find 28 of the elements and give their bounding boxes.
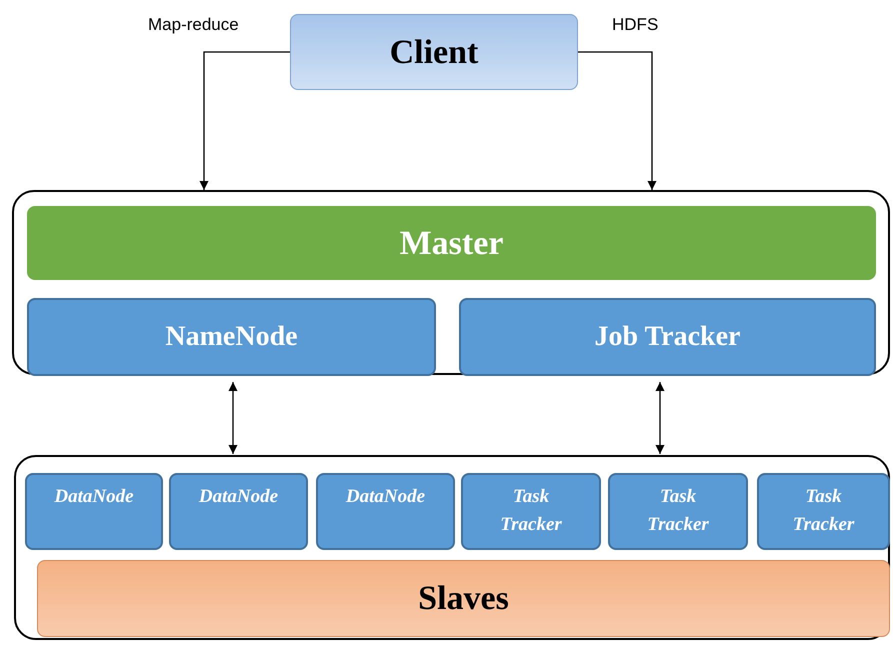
node-box: [608, 473, 748, 550]
node-box: [461, 473, 601, 550]
node-label: Task Tracker: [792, 485, 856, 537]
client-box: [290, 14, 578, 90]
arrow: [578, 51, 656, 190]
process-box: [459, 298, 876, 376]
node-box: [25, 473, 163, 550]
group-container: [14, 455, 890, 640]
node-label: Client: [390, 32, 478, 72]
arrow: [228, 382, 238, 454]
node-label: Task Tracker: [499, 485, 563, 537]
node-label: Master: [400, 224, 504, 264]
slaves-bar: [37, 560, 890, 637]
node-label: Slaves: [418, 579, 509, 619]
node-box: [757, 473, 890, 550]
node-box: [316, 473, 455, 550]
node-label: DataNode: [346, 485, 426, 509]
arrow: [656, 382, 664, 454]
node-box: [169, 473, 308, 550]
node-label: DataNode: [198, 485, 278, 509]
arrow: [200, 51, 290, 190]
master-bar: [27, 206, 876, 280]
node-label: NameNode: [165, 320, 298, 354]
process-box: [27, 298, 436, 376]
group-container: [12, 190, 890, 375]
node-label: Task Tracker: [646, 485, 710, 537]
node-label: Job Tracker: [594, 320, 740, 354]
node-label: DataNode: [54, 485, 134, 509]
